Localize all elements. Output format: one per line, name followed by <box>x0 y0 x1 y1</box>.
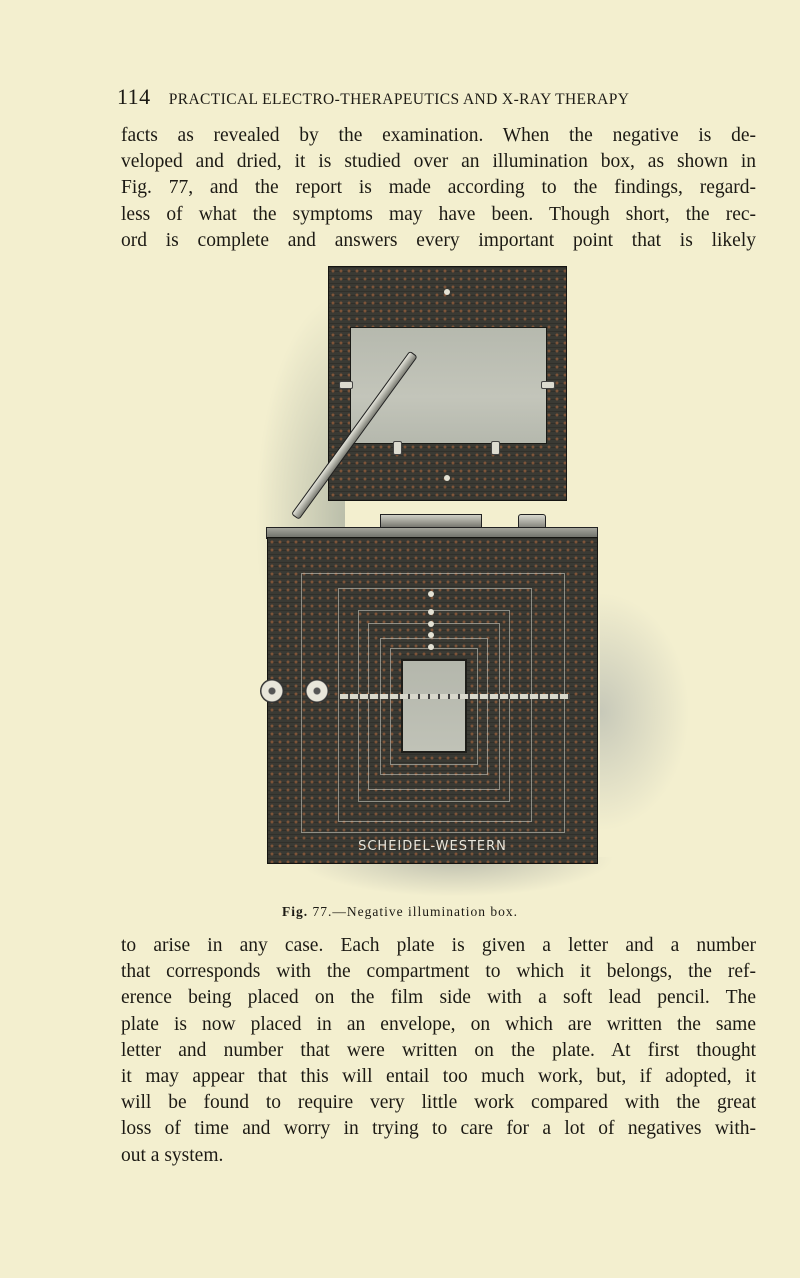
brand-label: SCHEIDEL-WESTERN <box>358 839 507 854</box>
knob-icon <box>428 609 434 615</box>
text-line: it may appear that this will entail too … <box>121 1066 756 1088</box>
knob-icon <box>444 475 450 481</box>
paragraph-2: to arise in any case. Each plate is give… <box>121 933 756 1169</box>
text-line: Fig. 77, and the report is made accordin… <box>121 177 756 199</box>
clip-icon <box>393 441 402 455</box>
frame-inset <box>390 648 478 765</box>
text-line: out a system. <box>121 1144 224 1166</box>
knob-icon <box>428 591 434 597</box>
slide-rail <box>340 694 570 699</box>
clip-icon <box>491 441 500 455</box>
frame-inset <box>358 610 510 802</box>
clip-icon <box>541 381 555 389</box>
frame-inset <box>338 588 532 822</box>
text-line: loss of time and worry in trying to care… <box>121 1118 756 1140</box>
viewing-frame <box>328 266 567 501</box>
figure-caption: Fig. 77.—Negative illumination box. <box>0 904 800 920</box>
knob-icon <box>428 632 434 638</box>
frame-inset <box>368 623 500 790</box>
knob-icon <box>444 289 450 295</box>
caption-label: Fig. <box>282 904 309 919</box>
knob-icon <box>428 621 434 627</box>
caption-text: 77.—Negative illumination box. <box>312 904 518 919</box>
knob-icon <box>428 644 434 650</box>
roller-icon <box>305 679 329 703</box>
text-line: to arise in any case. Each plate is give… <box>121 935 756 956</box>
frame-inset <box>301 573 565 833</box>
text-line: less of what the symptoms may have been.… <box>121 203 756 225</box>
text-line: facts as revealed by the examination. Wh… <box>121 125 756 146</box>
text-line: letter and number that were written on t… <box>121 1039 756 1061</box>
frame-inset <box>380 638 488 775</box>
figure-illumination-box: SCHEIDEL-WESTERN <box>255 262 690 902</box>
text-line: ord is complete and answers every import… <box>121 229 756 251</box>
text-line: veloped and dried, it is studied over an… <box>121 151 756 173</box>
cabinet-window <box>401 659 467 753</box>
roller-icon <box>260 679 284 703</box>
text-line: erence being placed on the film side wit… <box>121 987 756 1009</box>
text-line: plate is now placed in an envelope, on w… <box>121 1013 756 1035</box>
running-title: PRACTICAL ELECTRO-THERAPEUTICS AND X-RAY… <box>168 91 630 108</box>
running-head: 114 PRACTICAL ELECTRO-THERAPEUTICS AND X… <box>117 84 697 110</box>
page-number: 114 <box>117 84 151 109</box>
paragraph-1: facts as revealed by the examination. Wh… <box>121 123 756 254</box>
figure-shadow <box>600 592 690 832</box>
clip-icon <box>339 381 353 389</box>
text-line: will be found to require very little wor… <box>121 1092 756 1114</box>
viewing-glass <box>350 327 547 444</box>
text-line: that corresponds with the compartment to… <box>121 961 756 983</box>
